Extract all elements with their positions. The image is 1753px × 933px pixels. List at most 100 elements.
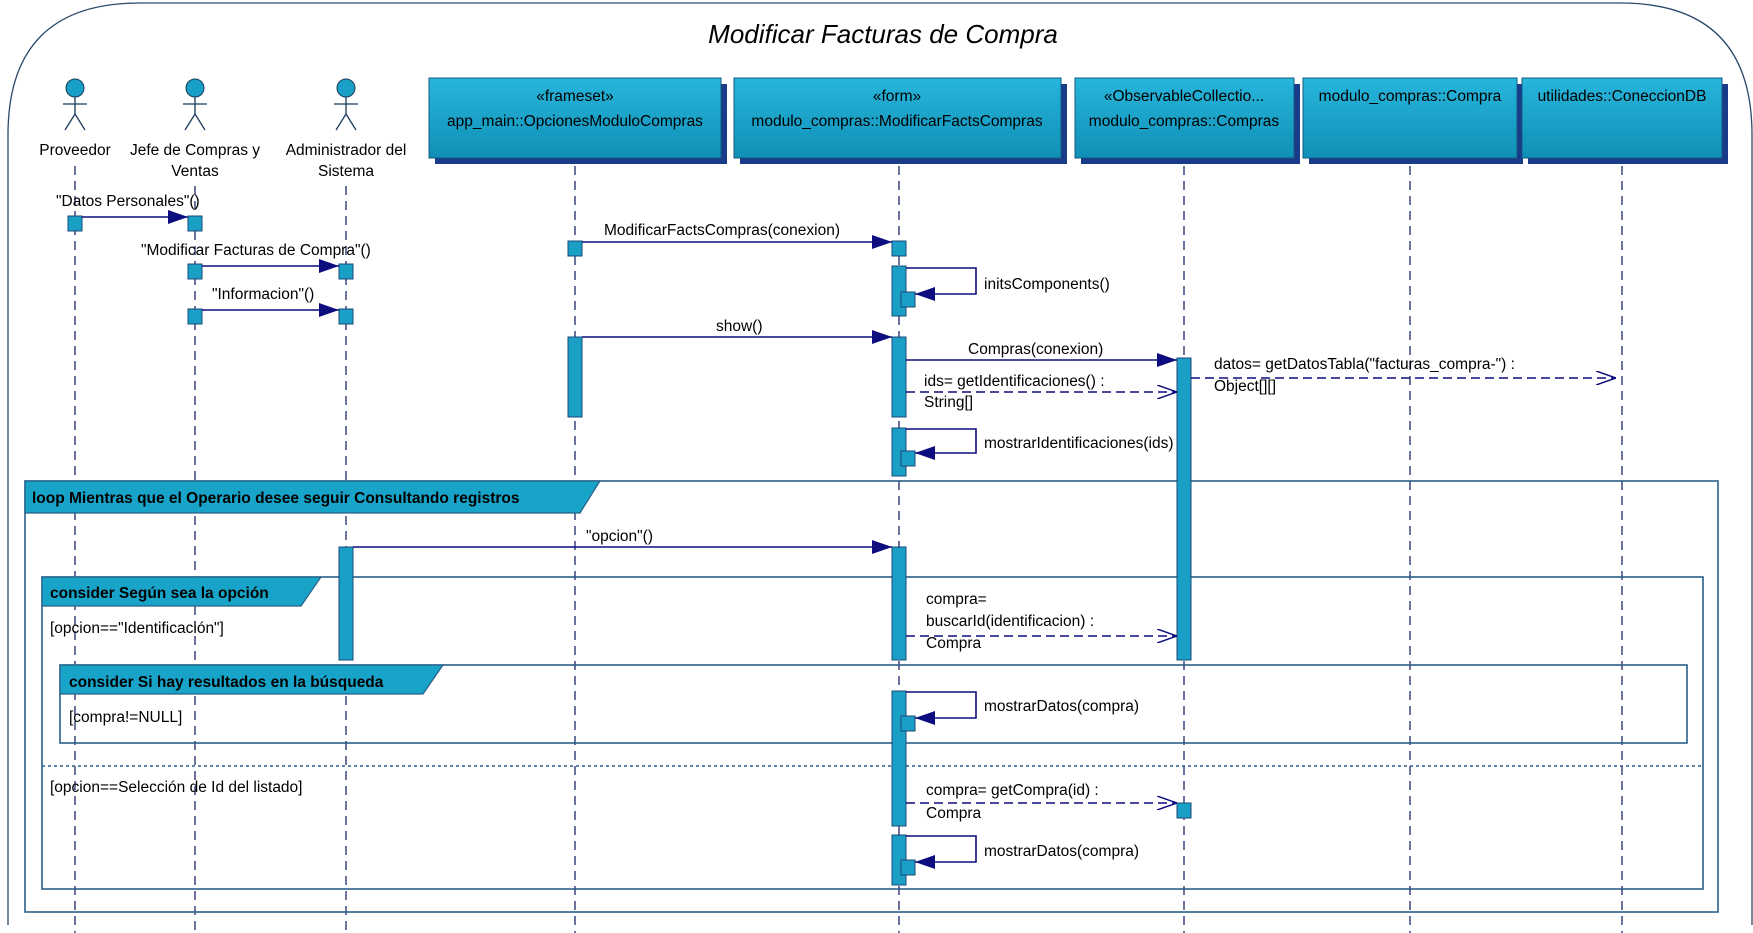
object-header-box [428, 77, 722, 159]
fragment-frame [24, 480, 1719, 913]
fragment-guard: [opcion=="Identificación"] [50, 620, 224, 637]
message-label: String[] [924, 394, 973, 411]
activation-bar [891, 265, 907, 317]
self-message-arrow [906, 691, 977, 725]
message-label: mostrarDatos(compra) [984, 843, 1139, 860]
message-label: Compras(conexion) [968, 341, 1103, 358]
message-inits-components: initsComponents() [906, 267, 1110, 301]
message-label: mostrarIdentificaciones(ids) [984, 435, 1174, 452]
object-header-box [1521, 77, 1723, 159]
message-mostrar-datos-2: mostrarDatos(compra) [906, 835, 1139, 869]
object-name: modulo_compras::Compras [1089, 113, 1280, 130]
actor-administrador: Administrador del Sistema [286, 78, 407, 180]
fragment-label: loop Mientras que el Operario desee segu… [32, 490, 520, 507]
message-mostrar-datos: mostrarDatos(compra) [906, 691, 1139, 725]
activation-bar [187, 263, 203, 280]
fragment-label: consider Si hay resultados en la búsqued… [69, 674, 384, 691]
activation-bar [900, 450, 916, 467]
message-label: datos= getDatosTabla("facturas_compra-")… [1214, 356, 1515, 373]
fragment-tab [41, 576, 323, 607]
object-header-box [1074, 77, 1295, 159]
actor-label: Jefe de Compras y [130, 142, 260, 159]
object-header-box [733, 77, 1062, 159]
message-label: ModificarFactsCompras(conexion) [604, 222, 840, 239]
activation-bar [567, 336, 583, 418]
fragment-guard: [opcion==Selección de Id del listado] [50, 779, 302, 796]
consider-results-fragment: consider Si hay resultados en la búsqued… [59, 664, 1688, 744]
object-stereotype: «frameset» [536, 88, 614, 105]
object-name: utilidades::ConeccionDB [1538, 88, 1707, 105]
fragment-frame [59, 664, 1688, 744]
actor-label: Ventas [171, 163, 219, 180]
actor-icon [183, 78, 207, 131]
object-conexion-db: utilidades::ConeccionDB [1521, 77, 1728, 164]
object-stereotype: «ObservableCollectio... [1104, 88, 1264, 105]
activation-bar [891, 546, 907, 661]
message-label: initsComponents() [984, 276, 1110, 293]
diagram-frame [7, 2, 1753, 925]
actor-label: Sistema [318, 163, 374, 180]
activation-bar [1176, 357, 1192, 661]
activation-bar [338, 546, 354, 661]
message-label: "Informacion"() [212, 286, 314, 303]
object-header-box [1302, 77, 1518, 159]
message-get-identificaciones: ids= getIdentificaciones() : String[] [906, 373, 1177, 411]
message-label: ids= getIdentificaciones() : [924, 373, 1105, 390]
message-get-compra: compra= getCompra(id) : Compra [906, 782, 1177, 822]
object-compras: «ObservableCollectio... modulo_compras::… [1074, 77, 1300, 164]
message-label: Compra [926, 635, 982, 652]
loop-fragment: loop Mientras que el Operario desee segu… [24, 480, 1719, 913]
object-stereotype: «form» [873, 88, 921, 105]
object-name: app_main::OpcionesModuloCompras [447, 113, 703, 130]
actor-label: Proveedor [39, 142, 111, 159]
message-buscar-id: compra= buscarId(identificacion) : Compr… [906, 591, 1177, 652]
message-label: "Modificar Facturas de Compra"() [141, 242, 371, 259]
object-name: modulo_compras::ModificarFactsCompras [751, 113, 1042, 130]
actor-icon [334, 78, 358, 131]
fragment-frame [41, 576, 1704, 890]
message-label: compra= getCompra(id) : [926, 782, 1099, 799]
self-message-arrow [906, 428, 977, 460]
activation-bar [338, 308, 354, 325]
fragment-label: consider Según sea la opción [50, 585, 269, 602]
activation-bar [891, 336, 907, 418]
activation-bar [900, 291, 916, 308]
activation-bar [67, 215, 83, 232]
activation-bar [567, 240, 583, 257]
activation-bar [891, 690, 907, 827]
activation-bar [900, 859, 916, 876]
message-modificar-facturas: "Modificar Facturas de Compra"() [141, 242, 371, 273]
object-modificar-facts-compras: «form» modulo_compras::ModificarFactsCom… [733, 77, 1067, 164]
activation-bar [1176, 802, 1192, 819]
fragment-tab [59, 664, 445, 695]
fragment-guard: [compra!=NULL] [69, 709, 182, 726]
message-get-datos-tabla: datos= getDatosTabla("facturas_compra-")… [1191, 356, 1616, 395]
message-label: compra= [926, 591, 987, 608]
message-label: buscarId(identificacion) : [926, 613, 1094, 630]
message-label: "Datos Personales"() [56, 193, 200, 210]
activation-bar [891, 240, 907, 257]
self-message-arrow [906, 267, 977, 301]
actor-proveedor: Proveedor [39, 78, 111, 159]
message-informacion: "Informacion"() [202, 286, 339, 317]
message-opcion: "opcion"() [353, 528, 892, 554]
object-name: modulo_compras::Compra [1319, 88, 1502, 105]
message-label: show() [716, 318, 763, 335]
message-constructor: ModificarFactsCompras(conexion) [582, 222, 892, 249]
message-compras-constructor: Compras(conexion) [906, 341, 1177, 367]
message-datos-personales: "Datos Personales"() [56, 193, 200, 224]
activation-bar [187, 308, 203, 325]
activation-bar [900, 715, 916, 732]
actor-icon [63, 78, 87, 131]
actor-jefe-compras: Jefe de Compras y Ventas [130, 78, 260, 180]
self-message-arrow [906, 835, 977, 869]
activation-bar [338, 263, 354, 280]
message-label: Compra [926, 805, 982, 822]
diagram-title: Modificar Facturas de Compra [708, 19, 1058, 49]
message-label: "opcion"() [586, 528, 653, 545]
actor-label: Administrador del [286, 142, 407, 159]
consider-option-fragment: consider Según sea la opción [opcion=="I… [41, 576, 1704, 890]
activation-bar [187, 215, 203, 232]
fragment-tab [24, 480, 602, 514]
